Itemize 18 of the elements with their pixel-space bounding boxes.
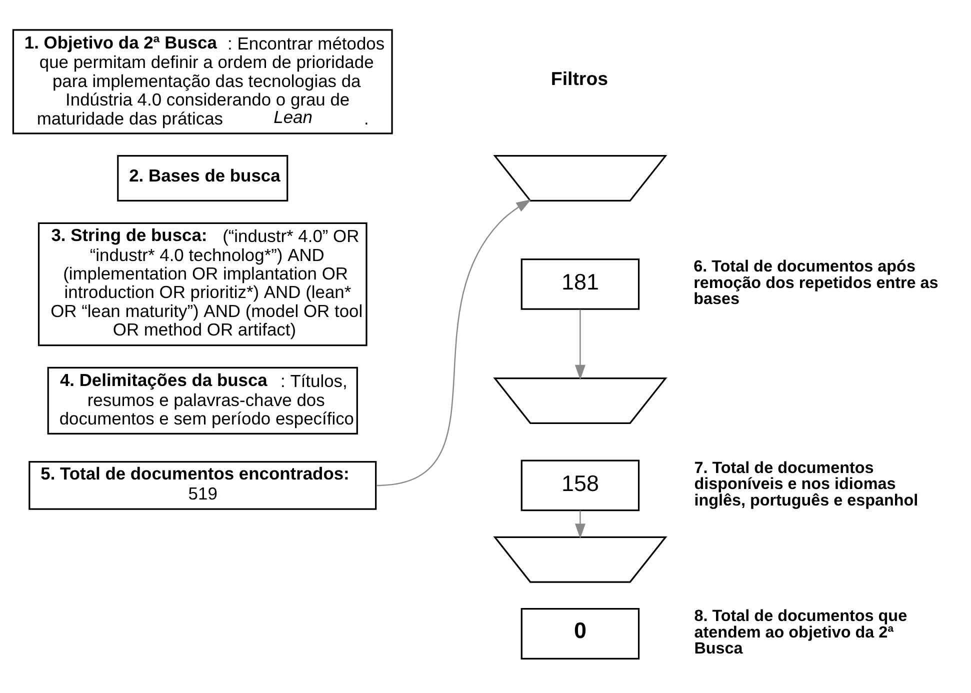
node-box: 2. Bases de busca	[117, 155, 288, 202]
node-trapezoid	[493, 155, 668, 202]
arrow	[574, 510, 586, 539]
node-box: 4. Delimitações da busca: Títulos, resumos e palavras-chave dos documentos e sem período específico	[47, 366, 358, 435]
node-label: 8. Total de documentos que atendem ao objetivo da 2ª Busca	[694, 607, 908, 658]
label: Filtros	[550, 68, 608, 89]
node-box: 5. Total de documentos encontrados: 519	[28, 460, 377, 510]
node-label: 7. Total de documentos disponíveis e nos idiomas inglês, português e espanhol	[694, 458, 918, 510]
node-label: 6. Total de documentos após remoção dos repetidos entre as bases	[694, 258, 938, 308]
node-box: 1. Objetivo da 2ª Busca: Encontrar métodos que permitam definir a ordem de prioridade para implementação das tecnologias da Indústria 4.0 considerando o grau de maturidade das práticas Lean.	[12, 29, 393, 134]
node-box: 158	[520, 460, 640, 512]
node-box: 3. String de busca: (“industr* 4.0” OR “industr* 4.0 technolog*”) AND (implementation OR implantation OR introduction OR prioritiz*) AND (lean* OR “lean maturity”) AND (model OR tool OR method OR artifact)	[38, 222, 368, 346]
arrow	[377, 199, 532, 486]
arrow	[574, 310, 586, 380]
node-box: 0	[520, 608, 640, 660]
node-trapezoid	[493, 536, 668, 583]
node-trapezoid	[493, 377, 668, 424]
node-box: 181	[520, 258, 640, 310]
